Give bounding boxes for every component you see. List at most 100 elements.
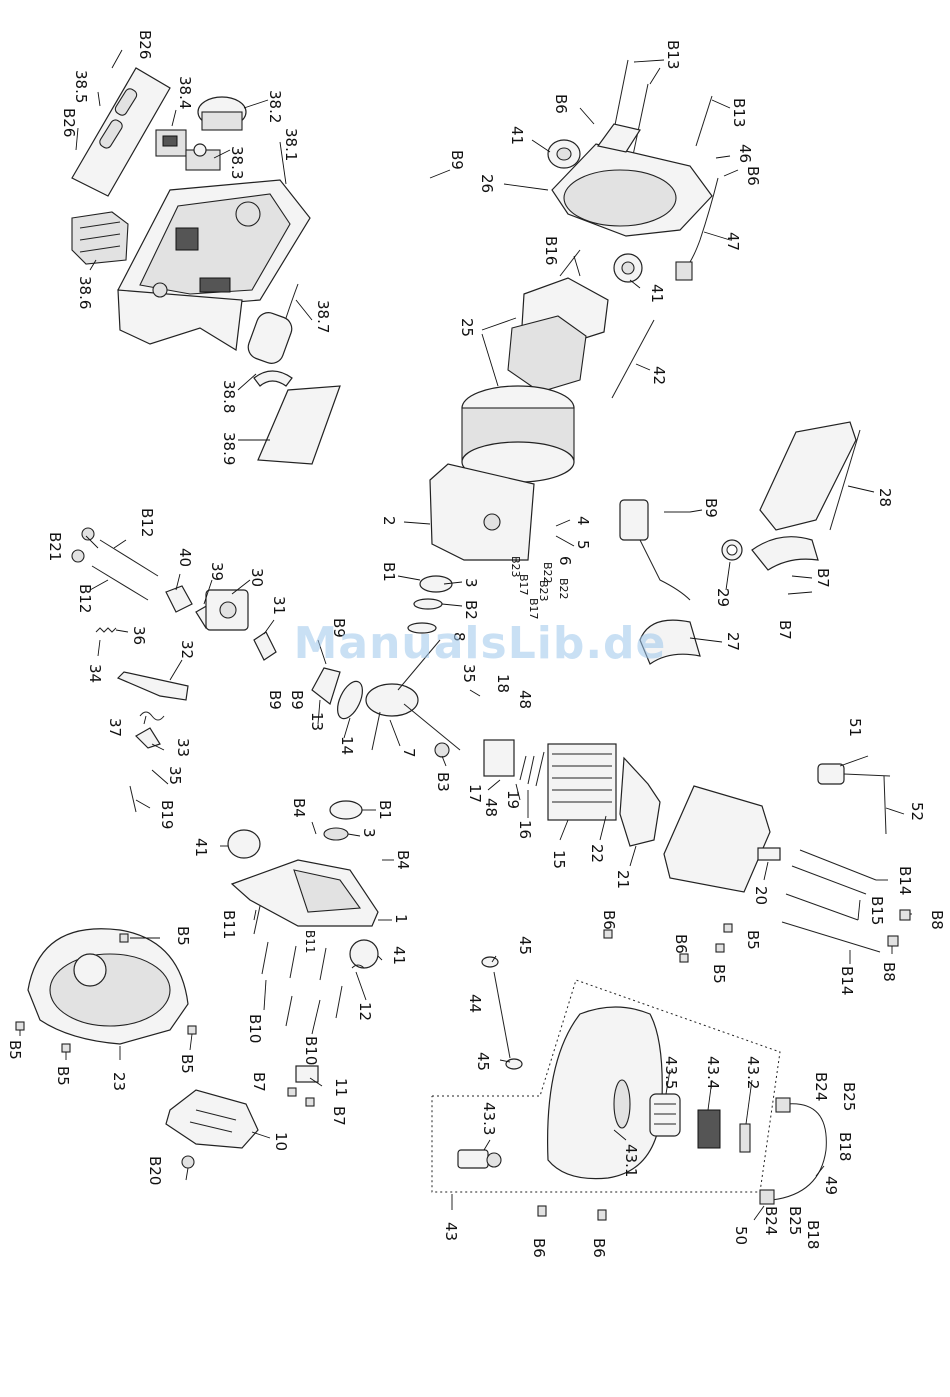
- part-b21-nuts: [71, 527, 95, 563]
- label-30: 30: [248, 568, 266, 587]
- label-B7: B7: [250, 1072, 268, 1092]
- label-50: 50: [732, 1226, 750, 1245]
- part-28-muffler-shield: [759, 421, 861, 531]
- part-26-fan-housing: [551, 123, 713, 237]
- part-b8-nuts: [887, 909, 911, 947]
- label-B22: B22: [557, 578, 570, 600]
- label-B7: B7: [330, 1106, 348, 1126]
- label-B6: B6: [590, 1238, 608, 1258]
- label-13: 13: [308, 712, 326, 731]
- label-22: 22: [588, 844, 606, 863]
- label-20: 20: [752, 886, 770, 905]
- label-B9: B9: [288, 690, 306, 710]
- part-spark-plug: [757, 847, 781, 861]
- label-38-9: 38.9: [220, 432, 238, 465]
- label-B6: B6: [552, 94, 570, 114]
- part-38-3-breaker: [185, 143, 221, 171]
- part-stator: [461, 385, 575, 483]
- part-10-flywheel: [165, 1089, 259, 1149]
- label-34: 34: [86, 664, 104, 683]
- part-b12-studs: [91, 539, 159, 601]
- label-B9: B9: [702, 498, 720, 518]
- label-41: 41: [192, 838, 210, 857]
- part-11-bracket: [295, 1065, 319, 1083]
- label-43-1: 43.1: [622, 1144, 640, 1177]
- part-38-4-outlet: [155, 129, 187, 157]
- label-B18: B18: [836, 1132, 854, 1161]
- part-7-crankshaft: [365, 639, 461, 751]
- label-1: 1: [392, 914, 410, 924]
- label-4: 4: [574, 516, 592, 526]
- label-47: 47: [724, 232, 742, 251]
- label-51: 51: [846, 718, 864, 737]
- part-36-spring: [95, 627, 117, 633]
- part-43-2-cap: [739, 1123, 751, 1153]
- label-B7: B7: [776, 620, 794, 640]
- label-37: 37: [106, 718, 124, 737]
- label-43-4: 43.4: [704, 1056, 722, 1089]
- part-20-exhaust-shroud: [663, 785, 771, 893]
- label-B26: B26: [136, 30, 154, 59]
- label-43: 43: [442, 1222, 460, 1241]
- label-B6: B6: [672, 934, 690, 954]
- part-23-fan-cover: [27, 928, 189, 1045]
- label-7: 7: [400, 748, 418, 758]
- label-B5: B5: [710, 964, 728, 984]
- label-B8: B8: [928, 910, 946, 930]
- part-40-spacer: [165, 585, 193, 613]
- label-B5: B5: [174, 926, 192, 946]
- label-45: 45: [516, 936, 534, 955]
- label-6: 6: [556, 556, 574, 566]
- part-13-insulator: [311, 667, 341, 706]
- label-25: 25: [458, 318, 476, 337]
- part-b5-b6-screws-right: [603, 923, 733, 963]
- label-2: 2: [380, 516, 398, 526]
- label-B1: B1: [376, 800, 394, 820]
- label-46: 46: [736, 144, 754, 163]
- label-32: 32: [178, 640, 196, 659]
- label-B9: B9: [448, 150, 466, 170]
- part-17-piston: [483, 739, 515, 777]
- part-37-spring: [139, 711, 165, 721]
- label-B6: B6: [600, 910, 618, 930]
- alternator-group: [429, 59, 861, 665]
- label-39: 39: [208, 562, 226, 581]
- label-35: 35: [166, 766, 184, 785]
- label-B17: B17: [527, 598, 540, 620]
- part-41-mount-d: [349, 939, 379, 969]
- part-38-9-plate: [257, 385, 341, 465]
- label-B8: B8: [880, 962, 898, 982]
- part-exhaust-pipe: [751, 536, 819, 571]
- label-29: 29: [714, 588, 732, 607]
- label-B24: B24: [762, 1206, 780, 1235]
- part-rings: [519, 751, 545, 787]
- part-43-3-valve: [457, 1149, 502, 1169]
- part-2-crankcase-cover: [429, 463, 535, 561]
- part-33-bracket: [135, 727, 161, 749]
- label-21: 21: [614, 870, 632, 889]
- label-23: 23: [110, 1072, 128, 1091]
- part-b7-screws-lower: [287, 1087, 315, 1107]
- label-B25: B25: [840, 1082, 858, 1111]
- part-25-rotor: [507, 249, 609, 393]
- label-B20: B20: [146, 1156, 164, 1185]
- label-B5: B5: [178, 1054, 196, 1074]
- label-38-5: 38.5: [72, 70, 90, 103]
- part-b14-b15-rods: [781, 849, 881, 953]
- label-B13: B13: [664, 40, 682, 69]
- label-B4: B4: [290, 798, 308, 818]
- label-48: 48: [516, 690, 534, 709]
- part-44-hose: [493, 971, 511, 1059]
- label-B22: B22: [541, 562, 554, 584]
- label-41: 41: [648, 284, 666, 303]
- label-38-4: 38.4: [176, 76, 194, 109]
- part-1-crankcase: [230, 859, 379, 927]
- label-19: 19: [504, 790, 522, 809]
- label-10: 10: [272, 1132, 290, 1151]
- part-27-ignition-coil: [619, 499, 701, 665]
- part-15-cylinder: [547, 743, 617, 821]
- part-b3-nut: [434, 742, 450, 758]
- label-41: 41: [508, 126, 526, 145]
- label-B9: B9: [330, 618, 348, 638]
- part-labels: B26 38.5 B26 38.4 38.2 38.3 38.1 38.6 38…: [6, 30, 946, 1258]
